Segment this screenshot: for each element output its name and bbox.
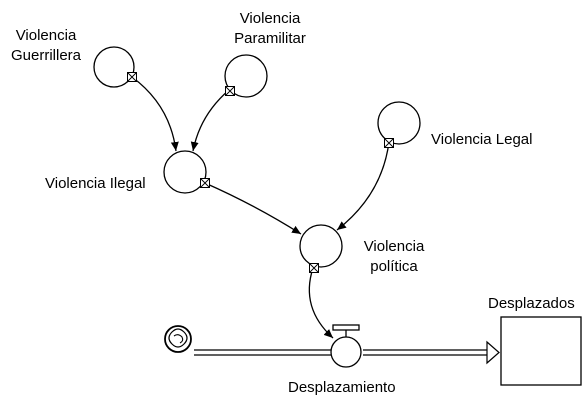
link-marker-guerrillera (127, 72, 137, 82)
label-violencia-politica-line1: Violencia (363, 238, 425, 255)
flow-arrowhead (486, 340, 500, 365)
node-violencia-paramilitar[interactable] (224, 54, 268, 98)
label-violencia-paramilitar-line1: Violencia (239, 10, 301, 27)
label-violencia-guerrillera: Violencia Guerrillera (0, 26, 92, 66)
label-desplazados: Desplazados (488, 295, 575, 312)
source-cloud-icon (164, 325, 192, 353)
label-violencia-politica: Violencia política (352, 237, 436, 277)
link-marker-paramilitar (225, 86, 235, 96)
rate-valve-desplazamiento[interactable] (330, 324, 362, 368)
label-violencia-guerrillera-line2: Guerrillera (10, 47, 82, 64)
label-violencia-legal: Violencia Legal (431, 131, 533, 148)
label-desplazamiento: Desplazamiento (288, 379, 396, 396)
link-marker-politica (309, 263, 319, 273)
label-violencia-politica-line2: política (370, 258, 418, 275)
node-violencia-legal[interactable] (377, 101, 421, 145)
stock-desplazados[interactable] (500, 316, 582, 386)
label-violencia-ilegal: Violencia Ilegal (45, 175, 146, 192)
link-guerrillera-to-ilegal (131, 76, 179, 152)
link-politica-to-desplazamiento (308, 267, 334, 339)
label-violencia-paramilitar: Violencia Paramilitar (215, 9, 325, 49)
node-violencia-ilegal[interactable] (163, 150, 207, 194)
link-marker-legal (384, 138, 394, 148)
node-violencia-guerrillera[interactable] (93, 46, 135, 88)
link-paramilitar-to-ilegal (190, 89, 230, 152)
flow-pipe (194, 349, 487, 356)
node-violencia-politica[interactable] (299, 224, 343, 268)
label-violencia-guerrillera-line1: Violencia (15, 27, 77, 44)
link-legal-to-politica (336, 141, 390, 231)
link-marker-ilegal (200, 178, 210, 188)
link-ilegal-to-politica (204, 182, 302, 235)
label-violencia-paramilitar-line2: Paramilitar (234, 30, 306, 47)
